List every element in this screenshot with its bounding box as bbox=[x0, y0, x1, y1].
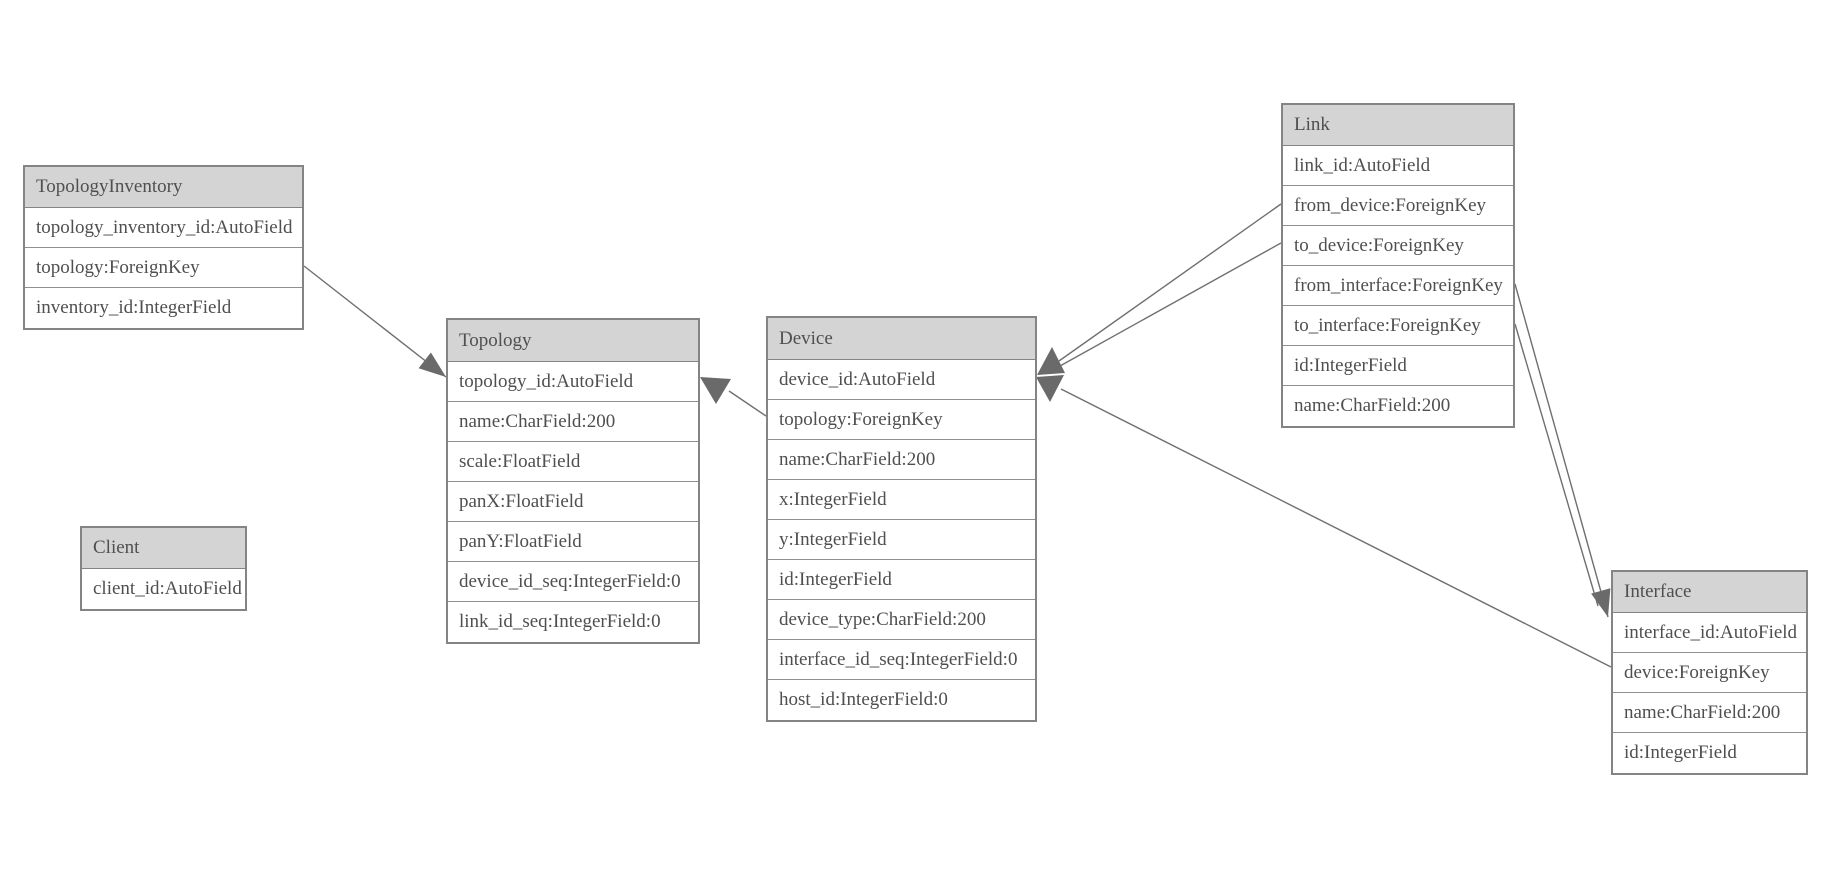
edge-topologyinventory-topology bbox=[303, 265, 447, 378]
edge-link-to-interface bbox=[1514, 323, 1599, 607]
field-row-device-8: host_id:IntegerField:0 bbox=[768, 680, 1035, 720]
field-row-topology-5: device_id_seq:IntegerField:0 bbox=[448, 562, 698, 602]
field-row-link-1: from_device:ForeignKey bbox=[1283, 186, 1513, 226]
field-row-topology-inventory-2: inventory_id:IntegerField bbox=[25, 288, 302, 328]
edge-link-from-interface-arrowhead-icon bbox=[1591, 588, 1611, 617]
field-row-topology-0: topology_id:AutoField bbox=[448, 362, 698, 402]
field-row-topology-1: name:CharField:200 bbox=[448, 402, 698, 442]
field-row-link-5: id:IntegerField bbox=[1283, 346, 1513, 386]
field-row-link-4: to_interface:ForeignKey bbox=[1283, 306, 1513, 346]
field-row-device-2: name:CharField:200 bbox=[768, 440, 1035, 480]
entity-title-interface: Interface bbox=[1613, 572, 1806, 613]
field-row-topology-3: panX:FloatField bbox=[448, 482, 698, 522]
field-row-topology-6: link_id_seq:IntegerField:0 bbox=[448, 602, 698, 642]
arrowhead-interface-to-device-icon bbox=[1036, 375, 1064, 402]
field-row-link-2: to_device:ForeignKey bbox=[1283, 226, 1513, 266]
field-row-device-6: device_type:CharField:200 bbox=[768, 600, 1035, 640]
field-row-interface-1: device:ForeignKey bbox=[1613, 653, 1806, 693]
edge-device-topology bbox=[728, 390, 767, 417]
edge-interface-device bbox=[1060, 388, 1612, 668]
field-row-link-3: from_interface:ForeignKey bbox=[1283, 266, 1513, 306]
entity-title-topology-inventory: TopologyInventory bbox=[25, 167, 302, 208]
field-row-interface-3: id:IntegerField bbox=[1613, 733, 1806, 773]
field-row-link-0: link_id:AutoField bbox=[1283, 146, 1513, 186]
field-row-client-0: client_id:AutoField bbox=[82, 569, 245, 609]
edge-link-from-interface bbox=[1514, 283, 1609, 618]
field-row-topology-4: panY:FloatField bbox=[448, 522, 698, 562]
entity-title-client: Client bbox=[82, 528, 245, 569]
entity-title-topology: Topology bbox=[448, 320, 698, 362]
edge-link-from-device bbox=[1058, 203, 1282, 362]
field-row-device-5: id:IntegerField bbox=[768, 560, 1035, 600]
field-row-link-6: name:CharField:200 bbox=[1283, 386, 1513, 426]
edge-link-to-device bbox=[1059, 242, 1282, 367]
field-row-topology-2: scale:FloatField bbox=[448, 442, 698, 482]
field-row-device-0: device_id:AutoField bbox=[768, 360, 1035, 400]
field-row-device-1: topology:ForeignKey bbox=[768, 400, 1035, 440]
entity-title-link: Link bbox=[1283, 105, 1513, 146]
field-row-device-3: x:IntegerField bbox=[768, 480, 1035, 520]
field-row-topology-inventory-1: topology:ForeignKey bbox=[25, 248, 302, 288]
field-row-device-4: y:IntegerField bbox=[768, 520, 1035, 560]
field-row-interface-2: name:CharField:200 bbox=[1613, 693, 1806, 733]
edge-device-topology-arrowhead-icon bbox=[700, 377, 731, 404]
field-row-topology-inventory-0: topology_inventory_id:AutoField bbox=[25, 208, 302, 248]
arrowhead-link-to-device-icon bbox=[1037, 347, 1065, 375]
edge-topologyinventory-topology-arrowhead-icon bbox=[418, 352, 446, 377]
field-row-interface-0: interface_id:AutoField bbox=[1613, 613, 1806, 653]
field-row-device-7: interface_id_seq:IntegerField:0 bbox=[768, 640, 1035, 680]
entity-title-device: Device bbox=[768, 318, 1035, 360]
